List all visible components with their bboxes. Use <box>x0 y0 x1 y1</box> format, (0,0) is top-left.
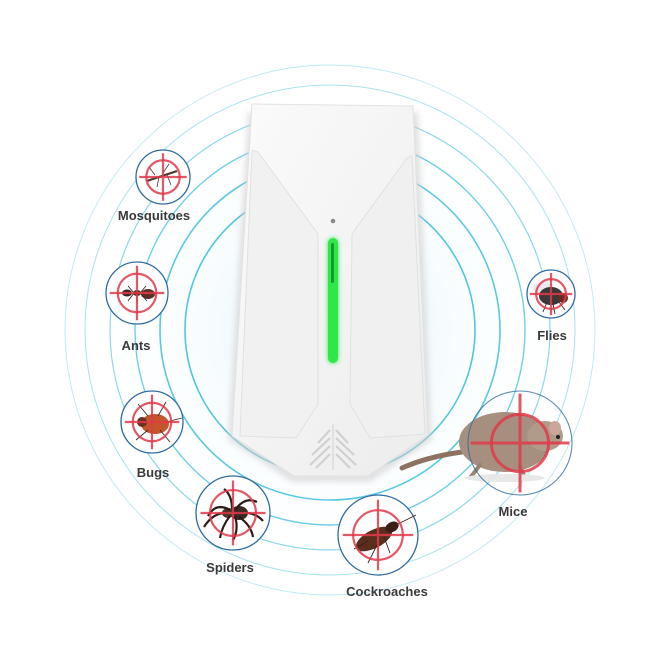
ants-target-icon <box>105 261 169 325</box>
mice-target-icon <box>467 390 573 496</box>
mosquitoes-label: Mosquitoes <box>117 208 191 223</box>
led-light-strip <box>328 238 338 363</box>
cockroaches-target-icon <box>337 494 419 576</box>
flies-target-icon <box>526 269 576 319</box>
cockroaches-label: Cockroaches <box>346 584 428 599</box>
mosquitoes-target-icon <box>135 149 191 205</box>
flies-label: Flies <box>537 328 567 343</box>
spiders-target-icon <box>195 475 271 551</box>
power-indicator <box>330 218 336 224</box>
speaker-vent <box>309 429 357 469</box>
bugs-label: Bugs <box>136 465 170 480</box>
repeller-device <box>231 103 429 477</box>
spiders-label: Spiders <box>206 560 254 575</box>
ants-label: Ants <box>121 338 151 353</box>
mice-label: Mice <box>498 504 528 519</box>
bugs-target-icon <box>120 390 184 454</box>
